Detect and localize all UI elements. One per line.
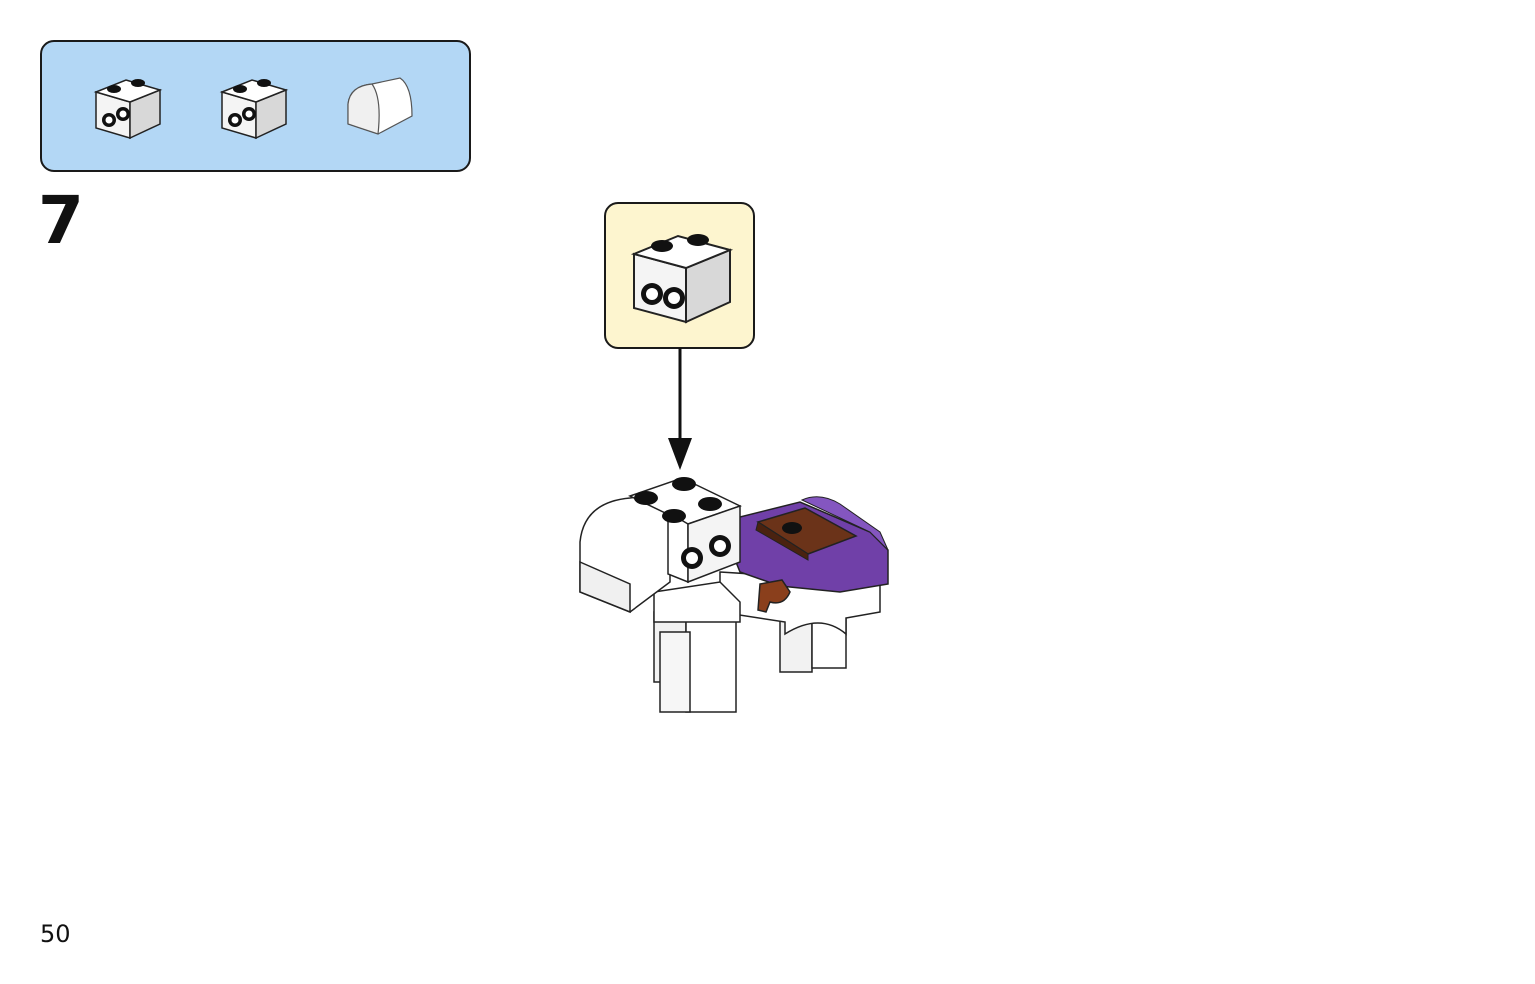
brick-1x2-studs-on-side-icon [219,79,289,140]
curved-slope-1x2-icon [347,77,413,135]
step-number: 7 [38,182,84,259]
parts-list-panel [40,40,471,172]
brick-1x2-studs-on-side-icon [630,234,734,324]
horse-model-icon [579,477,889,713]
part-callout [604,202,755,349]
page-number: 50 [40,920,71,948]
brick-1x2-studs-on-side-icon [93,79,163,140]
placement-arrow [668,348,692,470]
